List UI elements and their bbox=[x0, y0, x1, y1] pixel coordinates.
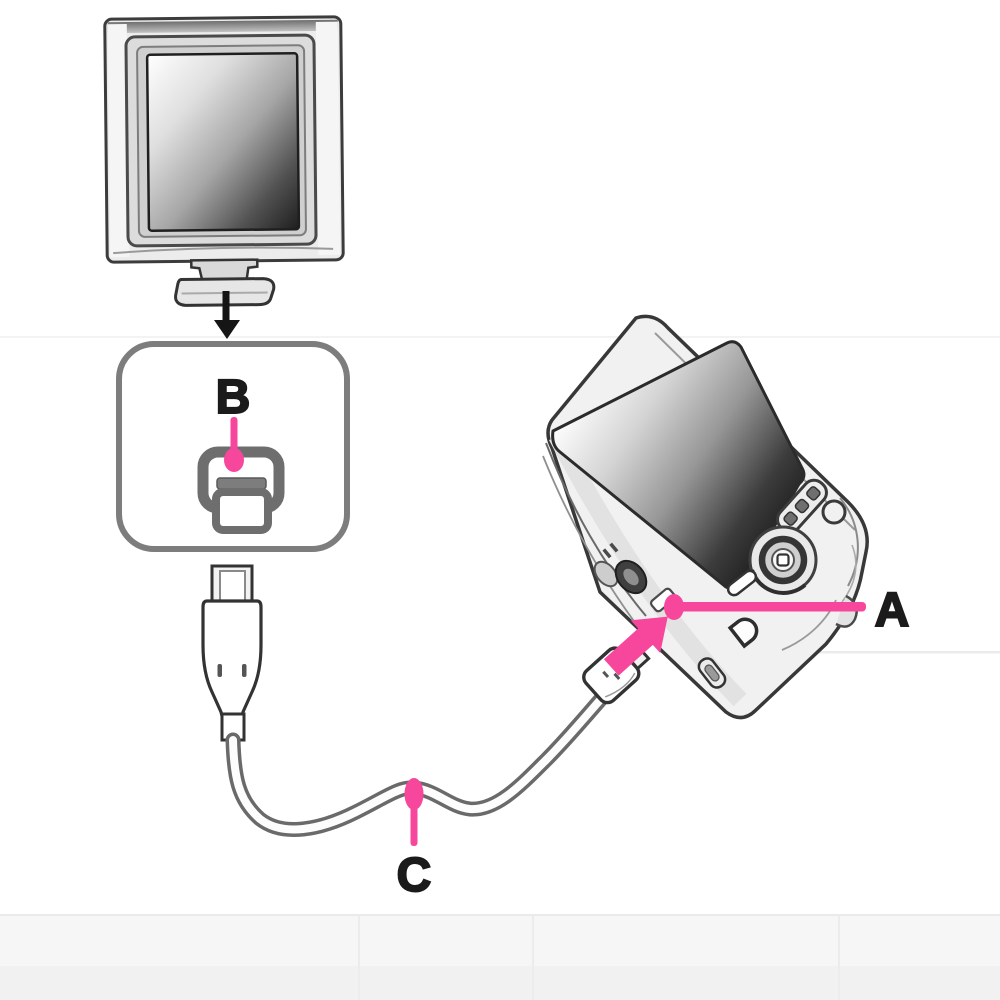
button-strip bbox=[776, 478, 828, 534]
camera-screen bbox=[551, 340, 806, 591]
tripod-socket bbox=[614, 559, 648, 595]
tv-monitor bbox=[103, 15, 345, 307]
contact-marks bbox=[602, 542, 619, 559]
down-arrow bbox=[214, 291, 240, 339]
callout-b-marker bbox=[224, 417, 244, 472]
mini-hdmi-plug bbox=[201, 564, 263, 742]
battery-door bbox=[697, 657, 727, 689]
lens-barrel-edge bbox=[593, 560, 619, 588]
tv-frame-right-band bbox=[315, 21, 341, 256]
control-dial bbox=[748, 525, 818, 596]
hdmi-input-panel: B bbox=[116, 341, 350, 552]
tv-frame-left-band bbox=[107, 24, 130, 258]
callout-b-label: B bbox=[216, 371, 251, 424]
tv-screen bbox=[145, 52, 301, 233]
pill-button bbox=[726, 569, 758, 597]
mini-hdmi-port-icon bbox=[197, 446, 285, 534]
callout-c-label: C bbox=[397, 849, 432, 902]
playback-button bbox=[821, 499, 847, 525]
pink-insert-arrow bbox=[603, 616, 668, 676]
callout-a-label: A bbox=[875, 584, 910, 637]
background-artifacts bbox=[0, 336, 1000, 1000]
speaker-opening bbox=[727, 617, 759, 649]
callout-a-marker bbox=[664, 594, 866, 620]
callout-c-marker bbox=[404, 778, 424, 846]
camera bbox=[542, 314, 869, 720]
